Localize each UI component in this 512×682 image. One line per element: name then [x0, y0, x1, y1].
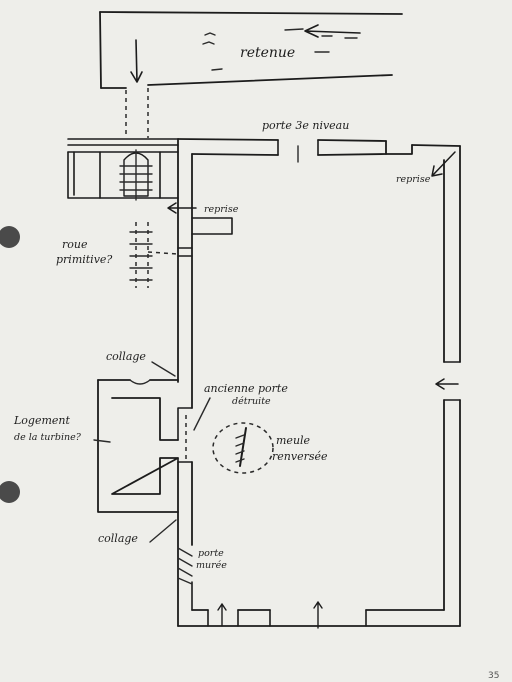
collage-bottom-leader — [149, 519, 177, 543]
water-conduit — [125, 88, 149, 138]
wheel-top — [119, 149, 153, 201]
ancienne-porte-label-line2: détruite — [232, 396, 271, 407]
millstone — [212, 422, 274, 474]
porte-muree-label-line1: porte — [198, 548, 224, 559]
meule-label-line1: meule — [276, 434, 311, 447]
reprise-right-label: reprise — [396, 174, 431, 185]
ancienne-leader — [193, 397, 211, 431]
roue-label-line2: primitive? — [56, 253, 112, 266]
retenue-label: retenue — [240, 45, 295, 61]
binder-hole-bottom — [0, 481, 20, 503]
logement-label-line1: Logement — [13, 414, 71, 427]
reprise-arrow-left — [167, 202, 197, 214]
reprise-left-label: reprise — [204, 204, 239, 215]
collage-top-label: collage — [106, 350, 146, 363]
porte-muree-label-line2: murée — [196, 560, 227, 571]
roue-leader — [147, 251, 179, 255]
right-wall-arrow — [435, 378, 459, 390]
collage-top-leader — [151, 361, 176, 377]
collage-bottom-label: collage — [98, 532, 138, 545]
bottom-door-arrow-right — [313, 601, 323, 629]
meule-label-line2: renversée — [272, 450, 328, 463]
logement-leader — [93, 439, 111, 443]
ancienne-porte-label-line1: ancienne porte — [204, 382, 288, 395]
page-number: 35 — [488, 671, 499, 681]
bottom-door-arrow-left — [217, 603, 227, 627]
logement-label-line2: de la turbine? — [14, 432, 82, 443]
building-walls — [67, 138, 461, 627]
walled-door — [177, 547, 193, 585]
binder-hole-top — [0, 226, 20, 248]
porte-3e-niveau-label: porte 3e niveau — [262, 119, 349, 132]
roue-label-line1: roue — [62, 238, 88, 251]
water-channel — [99, 11, 403, 89]
wheel-primitive — [129, 222, 153, 288]
reprise-arrow-right — [431, 151, 456, 177]
